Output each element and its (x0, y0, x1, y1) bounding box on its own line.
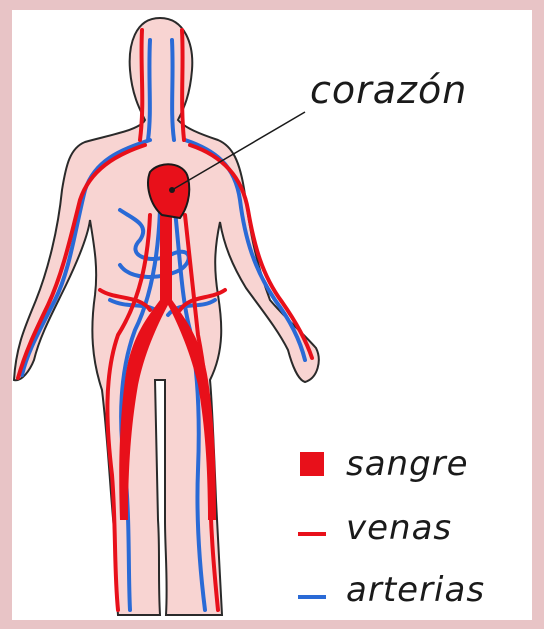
heart-leader-dot (169, 187, 175, 193)
artery-neck-left (148, 40, 150, 140)
legend-item-venas: venas (346, 508, 452, 548)
legend-item-arterias: arterias (346, 570, 485, 610)
legend-item-sangre: sangre (346, 444, 469, 484)
vein-neck-right (182, 30, 184, 140)
body-silhouette (14, 18, 319, 615)
artery-neck-right (172, 40, 174, 140)
vein-neck-left (140, 30, 142, 140)
legend-symbol-sangre (300, 452, 324, 476)
legend-label-venas: venas (346, 508, 452, 548)
legend-label-sangre: sangre (346, 444, 469, 484)
legend-label-arterias: arterias (346, 570, 485, 610)
heart-label: corazón (310, 68, 467, 112)
